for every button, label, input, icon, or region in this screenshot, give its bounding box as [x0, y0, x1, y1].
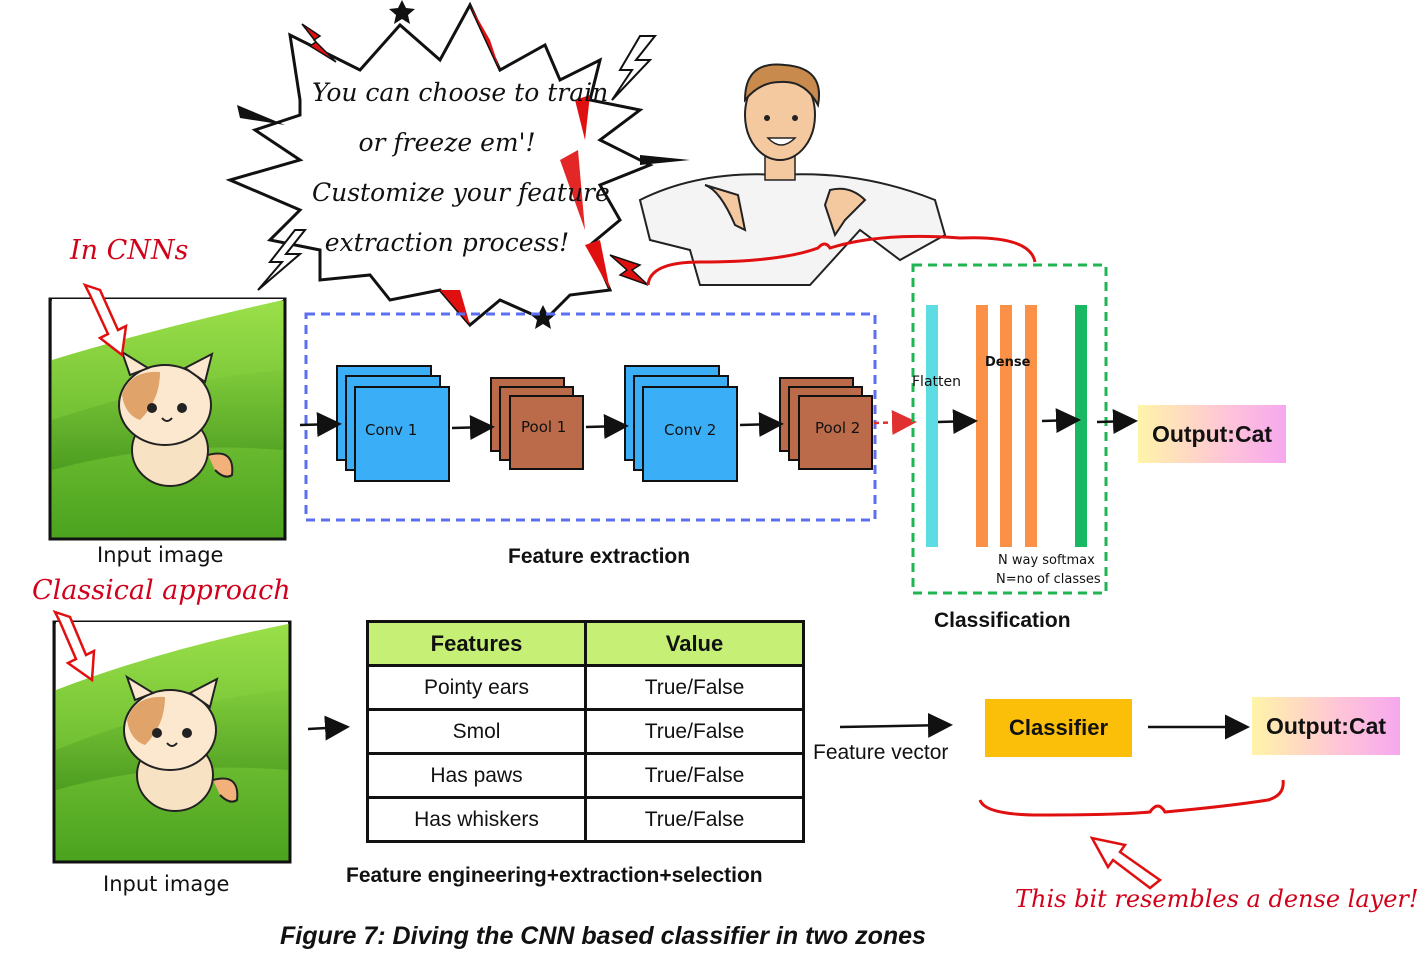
arrow-pool1-to-conv2: [585, 414, 629, 440]
dense-layer-1: [976, 305, 988, 547]
cnn-input-label: Input image: [97, 543, 224, 567]
flatten-layer: [926, 305, 938, 547]
arrow-flatten-to-dense: [937, 409, 978, 435]
pool1-label: Pool 1: [521, 418, 567, 436]
curly-brace-top: [646, 234, 1037, 286]
star-icon: [530, 305, 556, 329]
feature-vector-label: Feature vector: [813, 741, 949, 764]
figure-caption: Figure 7: Diving the CNN based classifie…: [280, 922, 926, 950]
pool2-label: Pool 2: [815, 419, 861, 437]
red-arrow-icon: [1089, 836, 1163, 890]
person-illustration: [638, 63, 947, 286]
conv1-block: [336, 365, 450, 482]
bubble-line-1: You can choose to train: [312, 78, 609, 107]
cnn-output-box: Output:Cat: [1138, 405, 1286, 463]
classical-approach-annotation: Classical approach: [32, 575, 291, 606]
red-arrow-icon: [52, 609, 96, 683]
table-cell: Has paws: [366, 752, 587, 799]
dense-label: Dense: [985, 355, 1031, 370]
bubble-line-3: Customize your feature: [312, 178, 610, 207]
table-row: Has whiskers True/False: [366, 796, 805, 843]
dense-layer-2: [1000, 305, 1012, 547]
table-cell: Pointy ears: [366, 664, 587, 711]
table-cell: Has whiskers: [366, 796, 587, 843]
bubble-line-2: or freeze em'!: [358, 128, 536, 157]
table-header-cell: Features: [366, 620, 587, 667]
softmax-label-line1: N way softmax: [998, 553, 1095, 568]
arrow-conv1-to-pool1: [451, 415, 495, 441]
bubble-line-4: extraction process!: [324, 228, 570, 257]
classical-input-label: Input image: [103, 872, 230, 896]
softmax-layer: [1075, 305, 1087, 547]
feature-extraction-box: [304, 312, 877, 522]
table-cell: Smol: [366, 708, 587, 755]
arrow-table-to-classifier: [839, 712, 953, 738]
lightning-bolt-icon: [257, 229, 308, 291]
table-cell: True/False: [584, 708, 805, 755]
in-cnns-annotation: In CNNs: [70, 235, 189, 266]
table-cell: True/False: [584, 752, 805, 799]
table-row: Smol True/False: [366, 708, 805, 755]
burst-line-icon: [640, 155, 690, 165]
pool2-block: [779, 377, 873, 470]
table-cell: True/False: [584, 796, 805, 843]
conv2-block: [624, 365, 738, 482]
arrow-input-to-conv1: [299, 412, 342, 438]
flatten-label: Flatten: [912, 374, 961, 390]
red-arrow-icon: [82, 282, 128, 358]
classifier-box: Classifier: [985, 699, 1132, 757]
classification-title: Classification: [934, 609, 1071, 632]
dense-layer-annotation: This bit resembles a dense layer!: [1015, 885, 1419, 913]
softmax-label-line2: N=no of classes: [996, 572, 1101, 587]
table-row: Has paws True/False: [366, 752, 805, 799]
conv2-label: Conv 2: [664, 421, 717, 439]
classical-output-box: Output:Cat: [1252, 697, 1400, 755]
table-cell: True/False: [584, 664, 805, 711]
table-caption: Feature engineering+extraction+selection: [346, 864, 763, 887]
arrow-image-to-table: [307, 715, 350, 741]
arrow-softmax-to-output: [1096, 409, 1138, 435]
lightning-bolt-icon: [301, 23, 337, 63]
star-icon: [389, 0, 415, 24]
arrow-dense-to-softmax: [1041, 408, 1081, 434]
feature-table: Features Value Pointy ears True/False Sm…: [366, 620, 805, 843]
lightning-bolt-icon: [611, 35, 658, 101]
curly-brace-bottom: [978, 779, 1285, 817]
dense-layer-3: [1025, 305, 1037, 547]
arrow-conv2-to-pool2: [739, 412, 784, 438]
burst-line-icon: [237, 105, 285, 125]
arrow-pool2-to-flatten: [873, 410, 917, 436]
table-row: Pointy ears True/False: [366, 664, 805, 711]
lightning-bolt-icon: [609, 254, 649, 286]
conv1-label: Conv 1: [365, 421, 418, 439]
pool1-block: [490, 377, 584, 470]
feature-extraction-title: Feature extraction: [508, 545, 691, 568]
speech-bubble: [225, 1, 654, 328]
table-header-row: Features Value: [366, 620, 805, 667]
table-header-cell: Value: [584, 620, 805, 667]
classification-box: [911, 263, 1108, 595]
cnn-input-image: [48, 297, 287, 541]
